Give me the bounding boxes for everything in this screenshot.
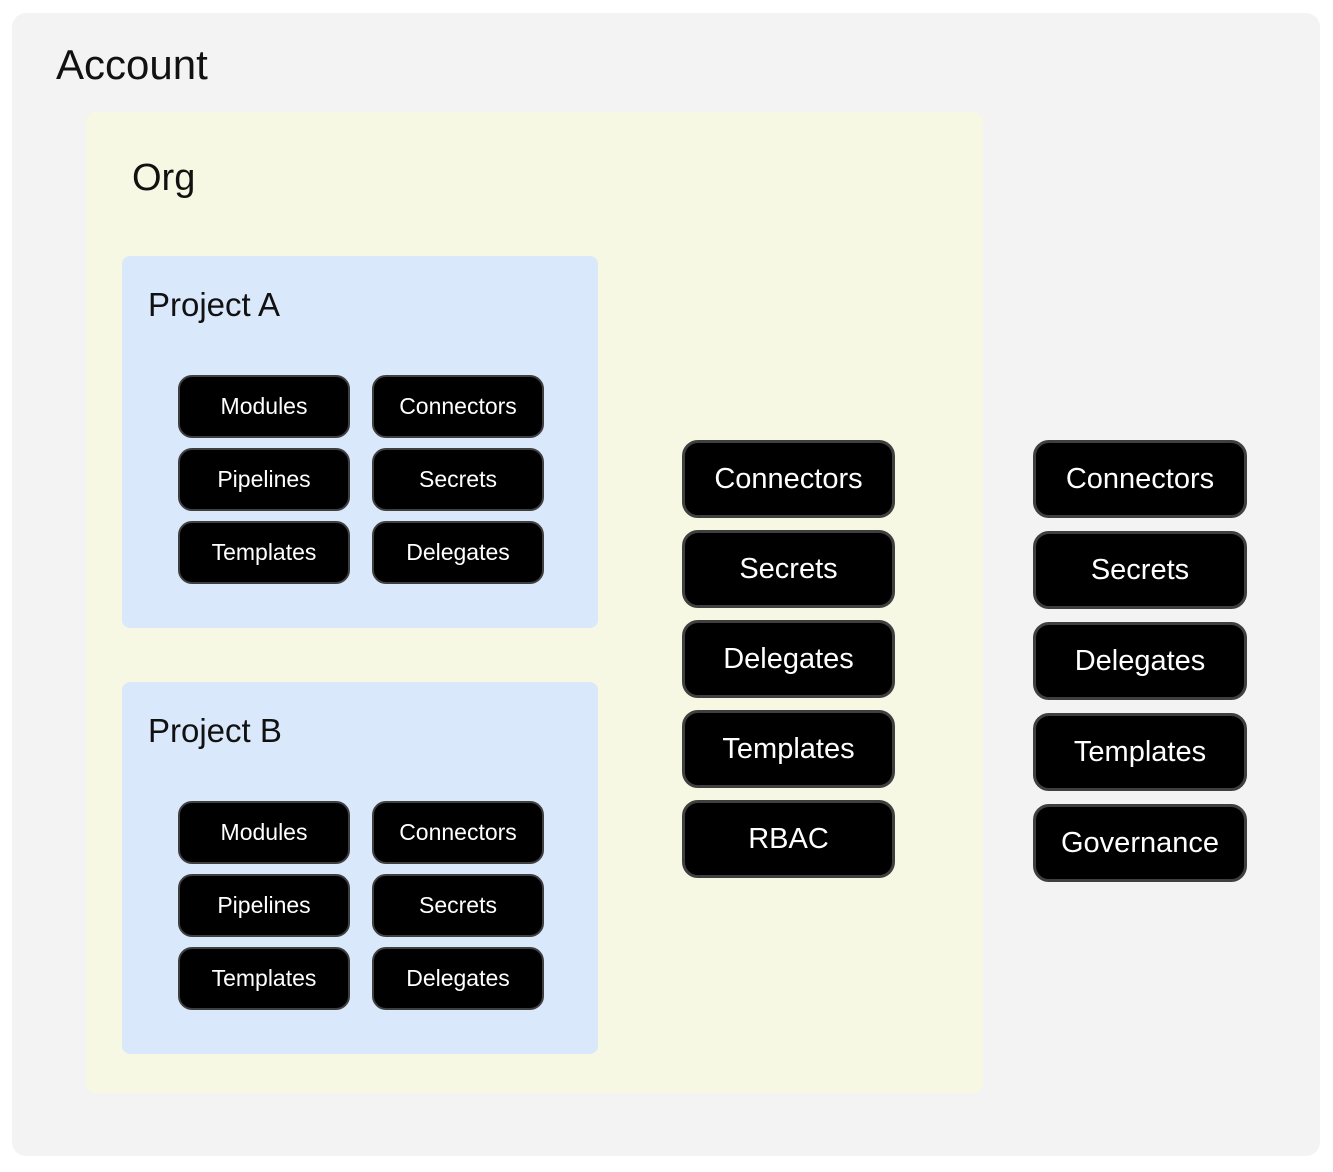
project-b-box: Project B Modules Connectors Pipelines S… — [122, 682, 598, 1054]
project-a-pill-templates: Templates — [178, 521, 350, 584]
project-b-pill-templates: Templates — [178, 947, 350, 1010]
project-b-pill-connectors: Connectors — [372, 801, 544, 864]
org-pill-column: Connectors Secrets Delegates Templates R… — [682, 440, 895, 878]
org-pill-delegates: Delegates — [682, 620, 895, 698]
project-a-pill-secrets: Secrets — [372, 448, 544, 511]
project-a-pill-delegates: Delegates — [372, 521, 544, 584]
account-pill-governance: Governance — [1033, 804, 1247, 882]
project-a-title: Project A — [148, 286, 281, 323]
project-b-pill-pipelines: Pipelines — [178, 874, 350, 937]
project-b-pill-modules: Modules — [178, 801, 350, 864]
account-pill-column: Connectors Secrets Delegates Templates G… — [1033, 440, 1247, 882]
org-box: Org Project A Modules Connectors Pipelin… — [86, 112, 983, 1093]
project-a-box: Project A Modules Connectors Pipelines S… — [122, 256, 598, 628]
account-title: Account — [56, 41, 208, 88]
account-pill-delegates: Delegates — [1033, 622, 1247, 700]
project-a-pill-pipelines: Pipelines — [178, 448, 350, 511]
project-b-title: Project B — [148, 712, 282, 749]
project-b-pill-delegates: Delegates — [372, 947, 544, 1010]
org-pill-rbac: RBAC — [682, 800, 895, 878]
org-pill-secrets: Secrets — [682, 530, 895, 608]
project-a-pill-connectors: Connectors — [372, 375, 544, 438]
project-a-pill-grid: Modules Connectors Pipelines Secrets Tem… — [178, 375, 544, 584]
org-pill-templates: Templates — [682, 710, 895, 788]
project-b-pill-secrets: Secrets — [372, 874, 544, 937]
account-pill-templates: Templates — [1033, 713, 1247, 791]
account-pill-connectors: Connectors — [1033, 440, 1247, 518]
project-a-pill-modules: Modules — [178, 375, 350, 438]
org-title: Org — [132, 157, 196, 199]
org-pill-connectors: Connectors — [682, 440, 895, 518]
account-pill-secrets: Secrets — [1033, 531, 1247, 609]
account-box: Account Org Project A Modules Connectors… — [12, 13, 1320, 1156]
project-b-pill-grid: Modules Connectors Pipelines Secrets Tem… — [178, 801, 544, 1010]
